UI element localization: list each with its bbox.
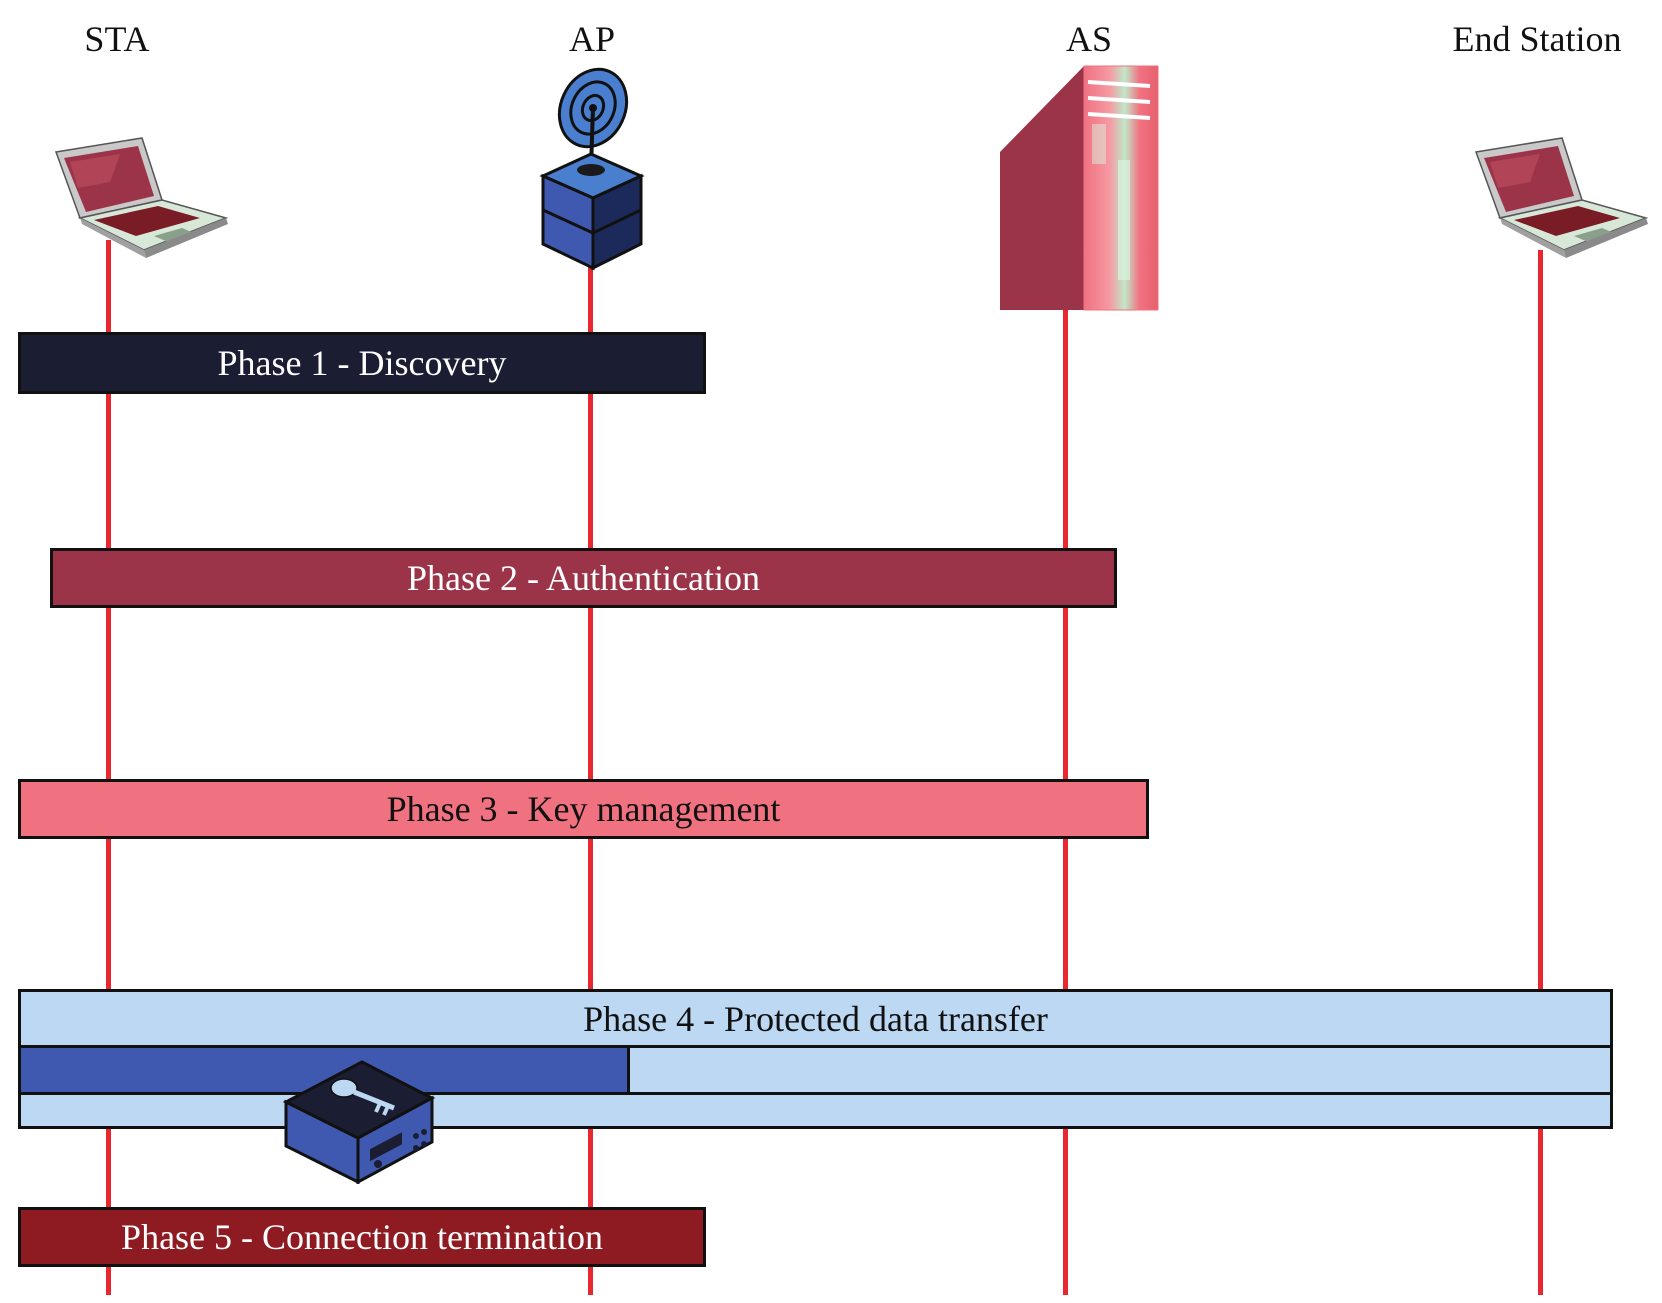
entity-label-ap: AP [568,19,616,59]
entity-label-as: AS [1065,19,1113,59]
phase-1-discovery: Phase 1 - Discovery [18,332,706,394]
light-channel-bar [18,1092,1613,1129]
lifeline-end-station [1538,250,1543,1295]
phase-4-protected-data-transfer: Phase 4 - Protected data transfer [18,989,1613,1046]
laptop-icon [54,137,229,258]
access-point-icon [539,67,645,271]
lifeline-sta [106,240,111,1295]
phase-2-authentication: Phase 2 - Authentication [50,548,1117,608]
encrypted-device-icon [282,1060,436,1184]
entity-label-sta: STA [84,19,150,59]
entity-label-end-station: End Station [1452,19,1622,59]
lifeline-ap [588,240,593,1295]
phase-3-key-management: Phase 3 - Key management [18,779,1149,839]
laptop-icon [1474,137,1649,258]
server-icon [1000,65,1159,311]
phase-5-connection-termination: Phase 5 - Connection termination [18,1207,706,1267]
